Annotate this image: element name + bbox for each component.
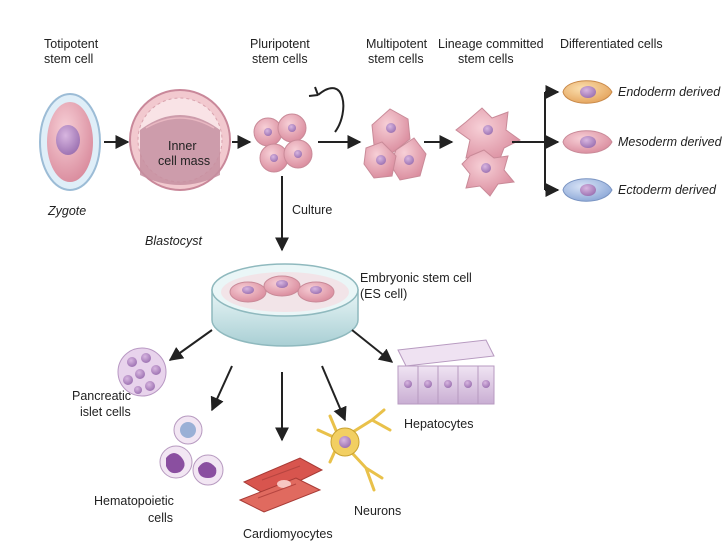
zygote-cell xyxy=(39,93,101,191)
differentiated-label: Differentiated cells xyxy=(560,37,663,51)
pancreatic-label-line1: Pancreatic xyxy=(72,389,131,403)
lineage-label-line2: stem cells xyxy=(458,52,514,66)
mesoderm-label: Mesoderm derived xyxy=(618,135,723,149)
pancreatic-islet-cluster xyxy=(117,347,167,397)
pluripotent-label-line2: stem cells xyxy=(252,52,308,66)
pluripotent-label-line1: Pluripotent xyxy=(250,37,310,51)
hepatocytes-label: Hepatocytes xyxy=(404,417,473,431)
ectoderm-cell xyxy=(562,178,613,202)
petri-dish xyxy=(211,263,359,347)
endoderm-cell xyxy=(562,80,613,104)
multipotent-label-line2: stem cells xyxy=(368,52,424,66)
zygote-label: Zygote xyxy=(47,204,86,218)
arrow-dish-to-neurons xyxy=(321,365,347,422)
es-cells-in-dish xyxy=(229,275,335,303)
es-cell-label-line2: (ES cell) xyxy=(360,287,407,301)
blastocyst-label: Blastocyst xyxy=(145,234,202,248)
lineage-label-line1: Lineage committed xyxy=(438,37,544,51)
arrow-dish-to-hepatocytes xyxy=(351,329,394,363)
hematopoietic-label-line1: Hematopoietic xyxy=(94,494,174,508)
blastocyst xyxy=(129,89,231,191)
endoderm-label: Endoderm derived xyxy=(618,85,721,99)
pancreatic-label-line2: islet cells xyxy=(80,405,131,419)
hepatocyte-cells xyxy=(397,339,495,405)
neuron-cell xyxy=(316,408,392,492)
lineage-committed-cells xyxy=(455,107,521,197)
cardiomyocytes-label: Cardiomyocytes xyxy=(243,527,333,541)
cardiomyocyte-cells xyxy=(238,457,324,513)
inner-cell-mass-label-line1: Inner xyxy=(168,139,197,153)
arrow-dish-to-pancreatic xyxy=(168,329,213,361)
self-renewal-arrow xyxy=(317,87,345,133)
pluripotent-cells xyxy=(253,113,313,173)
inner-cell-mass-label-line2: cell mass xyxy=(158,154,210,168)
neurons-label: Neurons xyxy=(354,504,401,518)
arrow-dish-to-hematopoietic xyxy=(210,365,233,412)
totipotent-label-line1: Totipotent xyxy=(44,37,99,51)
ectoderm-label: Ectoderm derived xyxy=(618,183,717,197)
multipotent-cells xyxy=(363,108,427,181)
hematopoietic-label-line2: cells xyxy=(148,511,173,525)
culture-label: Culture xyxy=(292,203,332,217)
totipotent-label-line2: stem cell xyxy=(44,52,93,66)
mesoderm-cell xyxy=(562,130,613,154)
es-cell-label-line1: Embryonic stem cell xyxy=(360,271,472,285)
hematopoietic-cells xyxy=(159,415,224,486)
multipotent-label-line1: Multipotent xyxy=(366,37,428,51)
